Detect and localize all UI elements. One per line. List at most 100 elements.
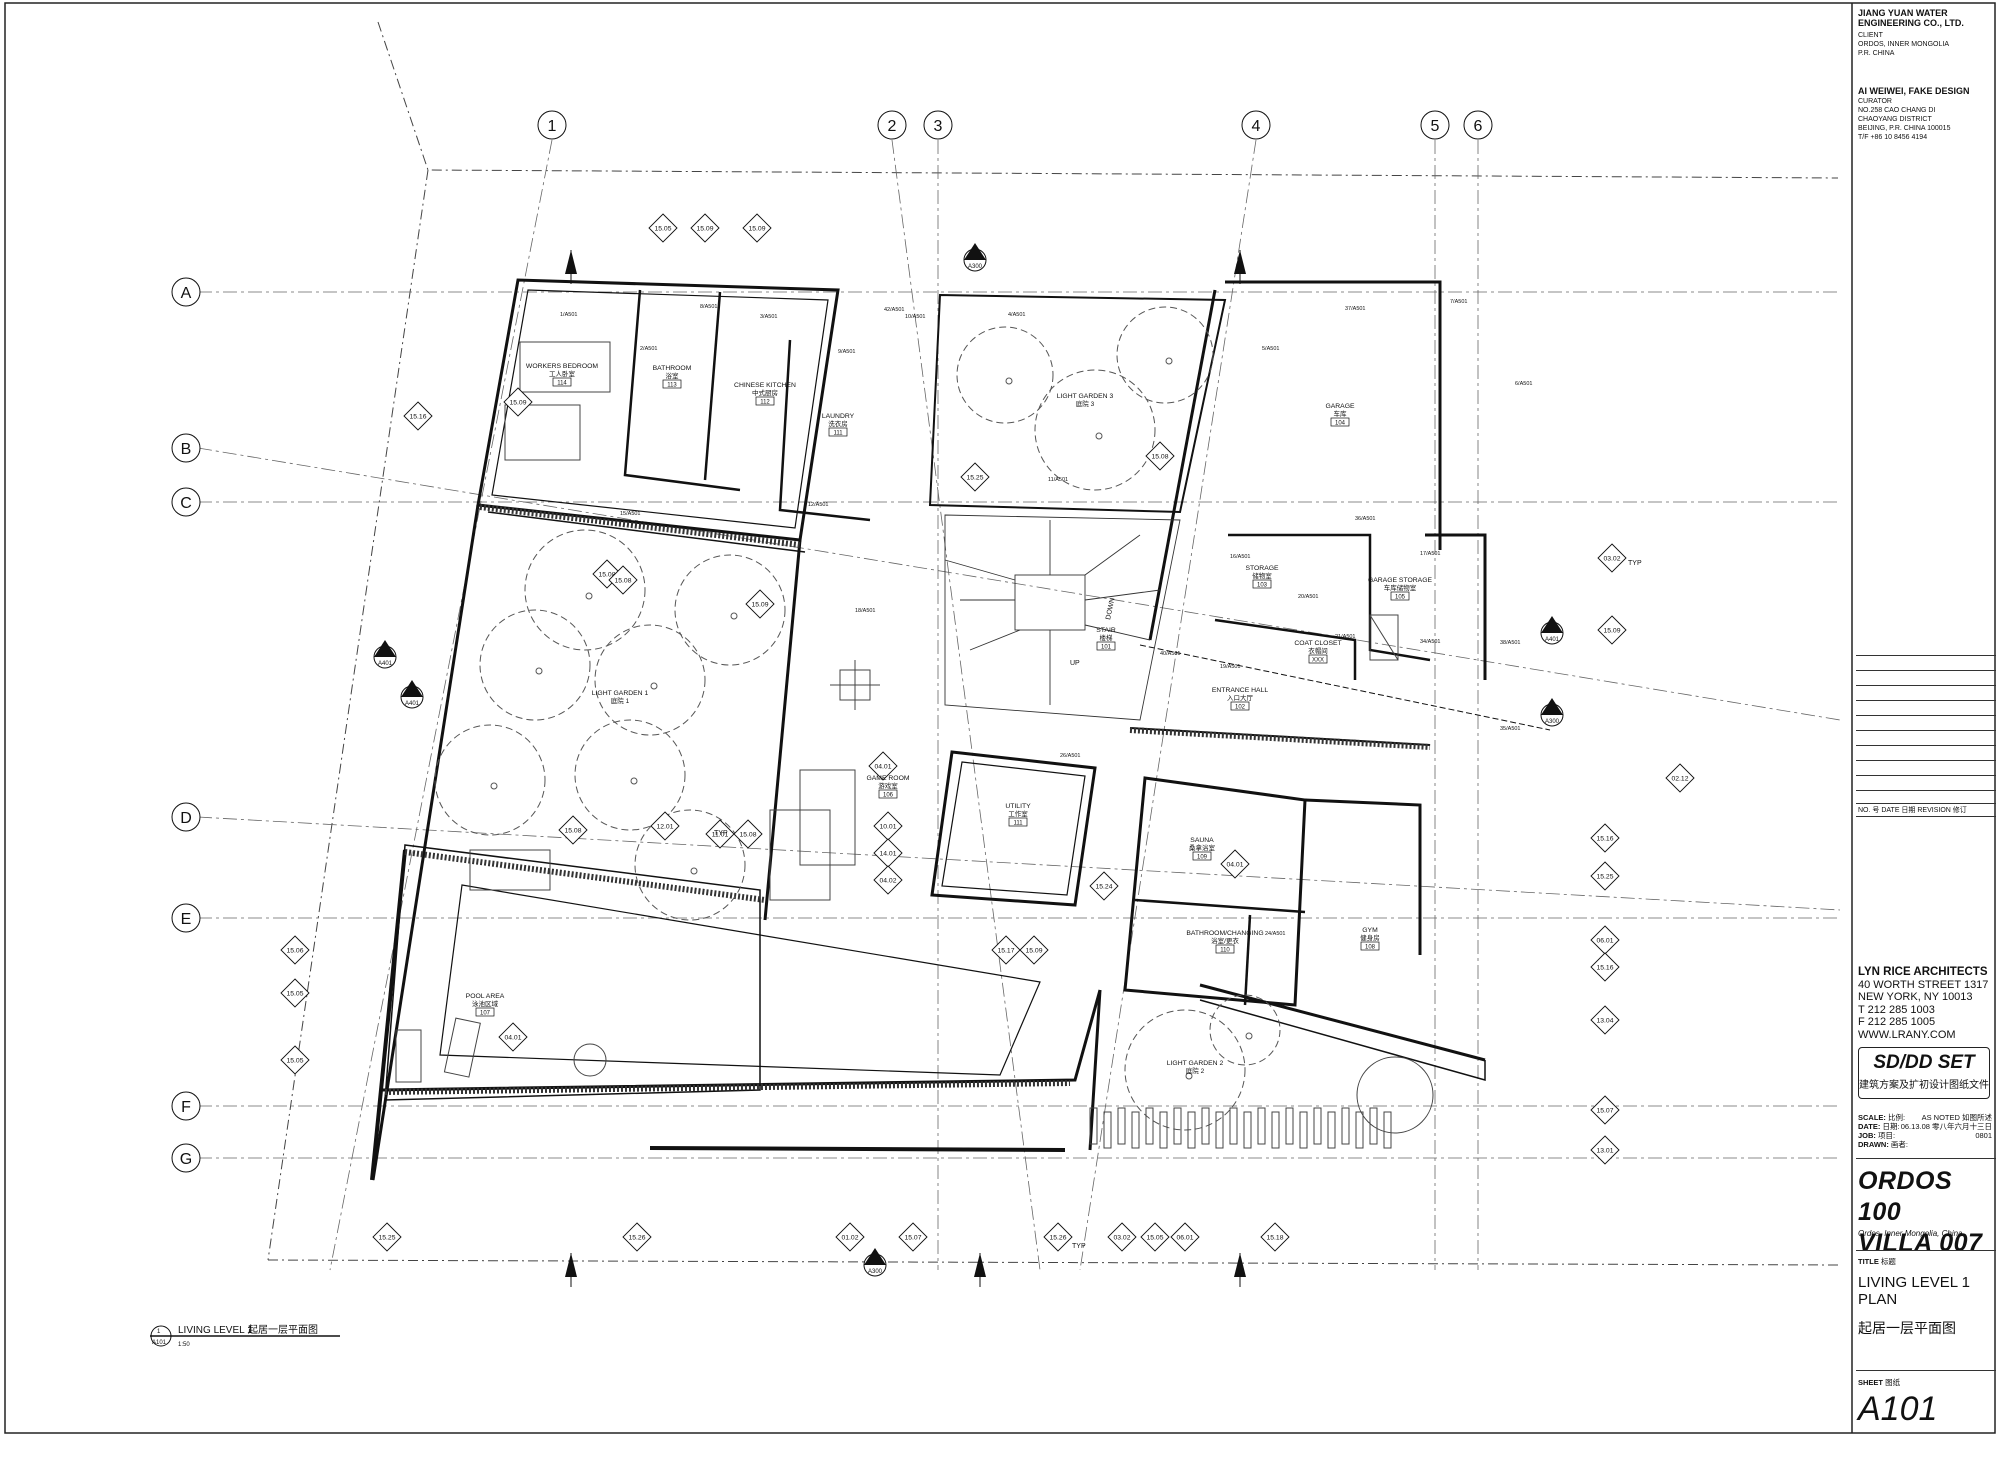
grid-bubble-label: C: [180, 495, 192, 512]
keynote-tag-diamond: [1590, 1095, 1620, 1125]
room-number-box: [1096, 641, 1116, 651]
keynote-tag: 15.16: [403, 401, 433, 431]
keynote-tag: 11.01: [705, 819, 735, 849]
section-marker-label: A401: [405, 701, 420, 707]
keynote-tag: 03.02: [1107, 1222, 1137, 1252]
keynote-tag-diamond: [280, 935, 310, 965]
section-marker-label: A401: [378, 661, 393, 667]
keynote-tag-diamond: [648, 213, 678, 243]
room-number-box: [1230, 701, 1250, 711]
section-marker-label: A401: [1545, 637, 1560, 643]
keynote-tag-label: 04.01: [874, 764, 891, 771]
planting-strip: [1145, 1107, 1154, 1145]
keynote-tag-diamond: [1590, 861, 1620, 891]
keynote-tag-label: 15.08: [1151, 454, 1168, 461]
room-number: 107: [480, 1011, 491, 1017]
tree-trunk: [535, 667, 543, 675]
keynote-tag: 15.25: [960, 462, 990, 492]
keynote-tag-diamond: [1043, 1222, 1073, 1252]
keynote-tag-label: 15.17: [997, 948, 1014, 955]
section-marker-arrow: [1541, 698, 1563, 715]
planting-strip: [1215, 1111, 1224, 1149]
title-block: JIANG YUAN WATER ENGINEERING CO., LTD. C…: [1852, 0, 2000, 1432]
keynote-tag-diamond: [372, 1222, 402, 1252]
detail-callout: 8/A501: [700, 304, 717, 310]
keynote-tag-label: 15.05: [1146, 1235, 1163, 1242]
room-name: COAT CLOSET: [1294, 640, 1341, 647]
room-number-box: [828, 427, 848, 437]
client-firm: JIANG YUAN WATER ENGINEERING CO., LTD.: [1858, 8, 1964, 28]
grid-bubble-label: G: [180, 1151, 192, 1168]
hatched-walls: [384, 504, 1431, 1095]
room-name: GARAGE: [1325, 403, 1355, 410]
section-cut-arrow: [565, 250, 577, 284]
detail-callout: 3/A501: [760, 314, 777, 320]
keynote-tag-diamond: [1220, 849, 1250, 879]
room-number-box: [1215, 944, 1235, 954]
keynote-tag-label: 15.09: [751, 602, 768, 609]
keynote-tag-diamond: [1590, 1135, 1620, 1165]
room-number: 101: [1101, 645, 1112, 651]
scale-cn: 比例:: [1888, 1113, 1906, 1122]
project-name: ORDOS 100 VILLA 007: [1858, 1166, 2000, 1259]
title-label-en: TITLE: [1858, 1257, 1879, 1266]
keynote-tag: 15.08: [558, 815, 588, 845]
grid-bubble: [1420, 110, 1450, 140]
keynote-tag-label: 15.26: [628, 1235, 645, 1242]
grid-bubble: [171, 1143, 201, 1173]
room-number-box: [475, 1007, 495, 1017]
room-name: POOL AREA: [466, 993, 505, 1000]
typ-label: TYP: [1628, 560, 1642, 567]
keynote-tag-label: 15.08: [614, 578, 631, 585]
curator-label: CURATOR: [1858, 98, 1892, 105]
room-name-cn: 健身房: [1360, 933, 1380, 942]
room-name-cn: 入口大厅: [1227, 693, 1254, 702]
room-name: LIGHT GARDEN 1: [592, 690, 649, 697]
section-cut-arrow: [1234, 250, 1246, 284]
keynote-tag: 04.01: [1220, 849, 1250, 879]
project-line-2: VILLA 007: [1858, 1229, 1983, 1257]
keynote-tag: 10.01: [873, 811, 903, 841]
revision-header: NO. 号 DATE 日期 REVISION 修订: [1858, 807, 1967, 814]
planting-circles: [434, 306, 1281, 1131]
room-number-box: [1252, 579, 1272, 589]
tree-trunk: [490, 782, 498, 790]
sheet-label-en: SHEET: [1858, 1378, 1884, 1387]
planting-strips: [1089, 1107, 1392, 1149]
room-name-cn: 衣帽间: [1308, 646, 1328, 655]
keynote-tag: 15.08: [733, 819, 763, 849]
detail-callout: 17/A501: [1420, 551, 1441, 557]
planting-strip: [1201, 1107, 1210, 1145]
tree-canopy: [479, 609, 591, 721]
keynote-tag: 01.02: [835, 1222, 865, 1252]
section-marker: A401: [400, 680, 424, 709]
room-name: STORAGE: [1245, 565, 1279, 572]
architect-address-line: NEW YORK, NY 10013: [1858, 991, 1973, 1003]
room-number: 111: [1013, 821, 1023, 827]
keynote-tag: 15.26: [1043, 1222, 1073, 1252]
plan-title-text: LIVING LEVEL 1: [178, 1325, 253, 1336]
room-number: 106: [883, 793, 894, 799]
grid-line: [197, 447, 1841, 721]
keynote-tag: 15.07: [1590, 1095, 1620, 1125]
keynote-tag: 12.01: [650, 811, 680, 841]
tree-trunk: [630, 777, 638, 785]
grid-bubble-label: F: [181, 1099, 191, 1116]
keynote-tag: 02.12: [1665, 763, 1695, 793]
keynote-tag-diamond: [1145, 441, 1175, 471]
keynote-tag-label: 15.16: [409, 414, 426, 421]
room-number-box: [1330, 417, 1350, 427]
set-name-cn: 建筑方案及扩初设计图纸文件: [1859, 1080, 1989, 1091]
keynote-tag-label: 15.08: [739, 832, 756, 839]
keynote-tag-diamond: [1260, 1222, 1290, 1252]
plan-title: 1 A101 LIVING LEVEL 1 起居一层平面图 1:50: [150, 1324, 340, 1348]
keynote-tag-label: 12.01: [656, 824, 673, 831]
keynote-tag: 04.01: [498, 1022, 528, 1052]
room-name-cn: 泳池区域: [472, 999, 499, 1008]
